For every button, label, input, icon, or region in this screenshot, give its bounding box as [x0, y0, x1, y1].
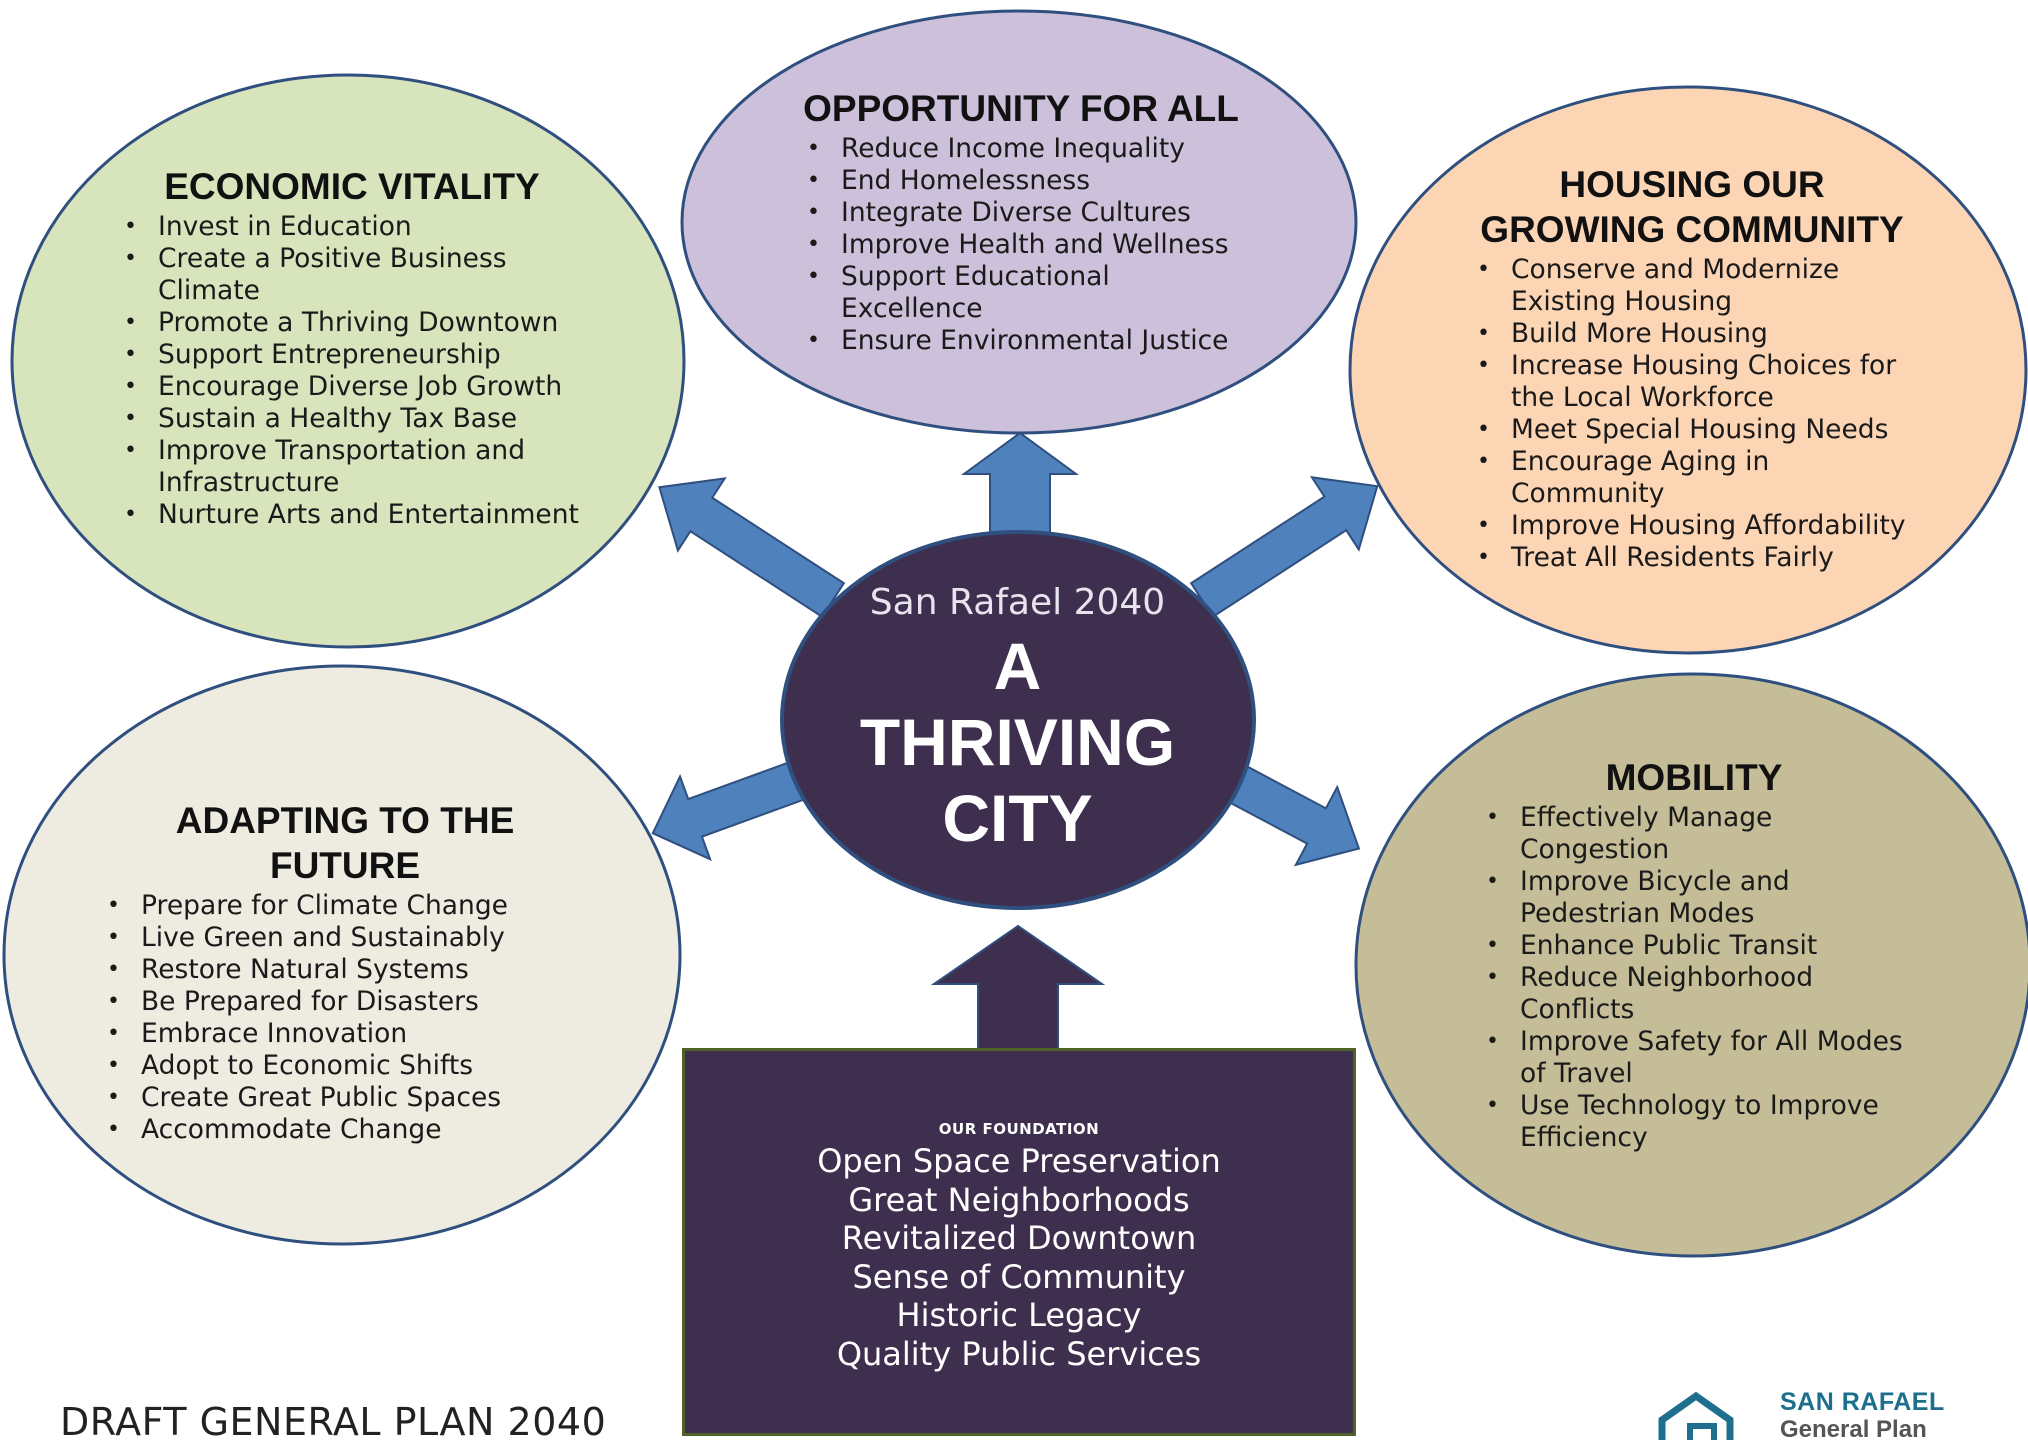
list-item: Conserve and Modernize Existing Housing — [1475, 254, 1921, 318]
adapting-title: ADAPTING TO THE FUTURE — [175, 800, 515, 886]
list-item: Be Prepared for Disasters — [105, 986, 565, 1018]
foundation-label: OUR FOUNDATION — [938, 1120, 1100, 1138]
list-item: Great Neighborhoods — [848, 1180, 1190, 1219]
center-text: San Rafael 2040 A THRIVING CITY — [780, 578, 1255, 856]
center-circle — [780, 530, 1256, 910]
list-item: Revitalized Downtown — [841, 1219, 1197, 1257]
list-item: Invest in Education — [122, 211, 582, 243]
housing-content: HOUSING OUR GROWING COMMUNITY Conserve a… — [1462, 162, 1922, 574]
opportunity-for-all-list: Reduce Income Inequality End Homelessnes… — [805, 133, 1245, 357]
foundation-box: OUR FOUNDATION Open Space Preservation G… — [682, 1048, 1356, 1436]
center-title-line-1: A — [993, 629, 1042, 703]
list-item: Open Space Preservation — [817, 1142, 1221, 1180]
logo-subtitle: General Plan — [1780, 1416, 1927, 1443]
list-item: Build More Housing — [1475, 318, 1921, 350]
economic-vitality-content: ECONOMIC VITALITY Invest in Education Cr… — [122, 164, 582, 531]
list-item: Nurture Arts and Entertainment — [122, 499, 582, 531]
opportunity-for-all-title: OPPORTUNITY FOR ALL — [803, 88, 1239, 129]
list-item: Meet Special Housing Needs — [1475, 414, 1921, 446]
list-item: Live Green and Sustainably — [105, 922, 565, 954]
list-item: Increase Housing Choices for the Local W… — [1475, 350, 1921, 414]
list-item: Support Educational Excellence — [805, 261, 1245, 325]
economic-vitality-title: ECONOMIC VITALITY — [164, 166, 540, 207]
center-title-line-3: CITY — [942, 781, 1093, 855]
housing-title: HOUSING OUR GROWING COMMUNITY — [1480, 164, 1904, 250]
list-item: Use Technology to Improve Efficiency — [1484, 1090, 1904, 1154]
list-item: Embrace Innovation — [105, 1018, 565, 1050]
logo: SAN RAFAEL General Plan — [1658, 1388, 1958, 1443]
list-item: Improve Health and Wellness — [805, 229, 1245, 261]
list-item: Treat All Residents Fairly — [1475, 542, 1921, 574]
list-item: Create a Positive Business Climate — [122, 243, 582, 307]
list-item: Promote a Thriving Downtown — [122, 307, 582, 339]
list-item: Support Entrepreneurship — [122, 339, 582, 371]
list-item: Improve Bicycle and Pedestrian Modes — [1484, 866, 1904, 930]
logo-name: SAN RAFAEL — [1780, 1388, 1945, 1416]
list-item: Quality Public Services — [836, 1334, 1202, 1373]
arrow-to-economic-vitality — [658, 477, 846, 619]
list-item: End Homelessness — [805, 165, 1245, 197]
adapting-content: ADAPTING TO THE FUTURE Prepare for Clima… — [100, 798, 590, 1146]
list-item: Accommodate Change — [105, 1114, 565, 1146]
list-item: Improve Housing Affordability — [1475, 510, 1921, 542]
foundation-list: Open Space Preservation Great Neighborho… — [817, 1142, 1221, 1373]
list-item: Encourage Diverse Job Growth — [122, 371, 582, 403]
list-item: Ensure Environmental Justice — [805, 325, 1245, 357]
center-title-line-2: THRIVING — [859, 705, 1176, 779]
footer-text: DRAFT GENERAL PLAN 2040 — [60, 1400, 607, 1444]
opportunity-for-all-content: OPPORTUNITY FOR ALL Reduce Income Inequa… — [791, 86, 1251, 357]
mobility-list: Effectively Manage Congestion Improve Bi… — [1484, 802, 1904, 1154]
arrow-to-housing — [1189, 476, 1379, 619]
list-item: Create Great Public Spaces — [105, 1082, 565, 1114]
arrow-up-from-foundation — [930, 924, 1106, 1051]
list-item: Sustain a Healthy Tax Base — [122, 403, 582, 435]
mobility-title: MOBILITY — [1605, 757, 1783, 798]
list-item: Reduce Neighborhood Conflicts — [1484, 962, 1904, 1026]
list-item: Improve Transportation and Infrastructur… — [122, 435, 582, 499]
list-item: Historic Legacy — [896, 1296, 1142, 1334]
list-item: Effectively Manage Congestion — [1484, 802, 1904, 866]
economic-vitality-list: Invest in Education Create a Positive Bu… — [122, 211, 582, 531]
list-item: Prepare for Climate Change — [105, 890, 565, 922]
housing-list: Conserve and Modernize Existing Housing … — [1475, 254, 1921, 574]
house-outline-icon — [1658, 1391, 1734, 1440]
list-item: Adopt to Economic Shifts — [105, 1050, 565, 1082]
list-item: Sense of Community — [852, 1257, 1186, 1296]
list-item: Encourage Aging in Community — [1475, 446, 1921, 510]
list-item: Reduce Income Inequality — [805, 133, 1245, 165]
list-item: Restore Natural Systems — [105, 954, 565, 986]
list-item: Enhance Public Transit — [1484, 930, 1904, 962]
list-item: Integrate Diverse Cultures — [805, 197, 1245, 229]
mobility-content: MOBILITY Effectively Manage Congestion I… — [1484, 755, 1904, 1154]
center-subtitle: San Rafael 2040 — [869, 582, 1166, 623]
adapting-list: Prepare for Climate Change Live Green an… — [105, 890, 565, 1146]
list-item: Improve Safety for All Modes of Travel — [1484, 1026, 1904, 1090]
